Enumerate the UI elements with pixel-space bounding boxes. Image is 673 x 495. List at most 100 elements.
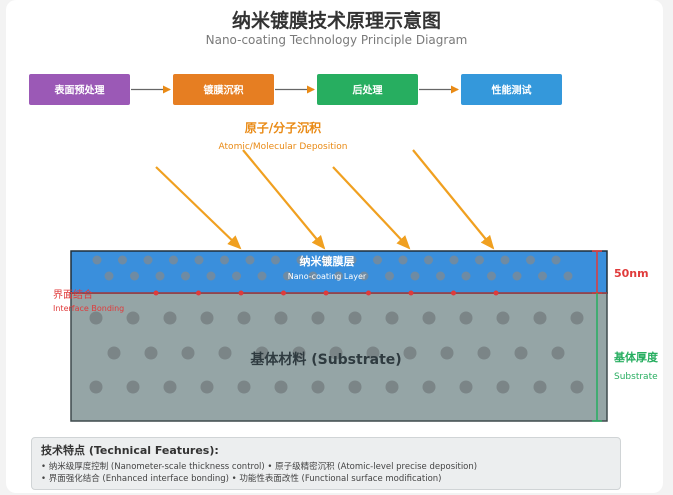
coating-particle [398, 255, 408, 265]
coating-particle [271, 255, 280, 265]
coating-particle [232, 271, 241, 281]
process-step-label: 后处理 [353, 84, 383, 97]
coating-sublabel: Nano-coating Layer [288, 272, 367, 281]
process-step-box [173, 74, 274, 105]
deposition-arrow [242, 149, 326, 250]
substrate-particle [274, 380, 288, 394]
substrate-particle [311, 380, 325, 394]
coating-particle [194, 255, 204, 265]
substrate-particle [89, 380, 103, 394]
substrate-particle [366, 346, 380, 360]
substrate-particle [422, 380, 436, 394]
coating-particle [347, 255, 357, 265]
substrate-particle [89, 311, 103, 325]
coating-particle [373, 255, 382, 265]
coating-particle [283, 271, 292, 281]
interface-bond-dot [366, 290, 371, 296]
coating-particle [296, 255, 306, 265]
process-step-label: 镀膜沉积 [204, 84, 244, 97]
coating-particle [92, 255, 102, 265]
substrate-particle [292, 346, 306, 360]
interface-sublabel: Interface Bonding [53, 304, 124, 313]
substrate-particle [422, 311, 436, 325]
substrate-particle [385, 311, 399, 325]
substrate-thickness-marker [592, 293, 602, 422]
deposition-arrow [412, 149, 495, 250]
interface-bond-dot [323, 290, 329, 296]
interface-bond-dot [451, 290, 456, 296]
substrate-particle [237, 380, 251, 394]
coating-particle [538, 271, 547, 281]
substrate-particle [163, 311, 177, 325]
substrate-particle [181, 346, 195, 360]
process-step-box [317, 74, 418, 105]
substrate-particle [385, 380, 399, 394]
technical-features-box: 技术特点 (Technical Features): • 纳米级厚度控制 (Na… [31, 437, 621, 490]
diagram-title: 纳米镀膜技术原理示意图 [231, 10, 441, 32]
diagram-subtitle: Nano-coating Technology Principle Diagra… [205, 33, 468, 47]
coating-particle [526, 255, 535, 265]
interface-bond-dots [153, 290, 499, 296]
substrate-particle [200, 311, 214, 325]
interface-bond-dot [196, 290, 201, 296]
coating-particle [359, 271, 369, 281]
coating-particle [220, 255, 229, 265]
substrate-particle [126, 311, 140, 325]
coating-particle [206, 271, 216, 281]
coating-particle [385, 271, 394, 281]
substrate-particle [144, 346, 158, 360]
deposition-arrow [155, 166, 242, 250]
coating-particle [512, 271, 522, 281]
coating-particle [475, 255, 484, 265]
coating-particle [500, 255, 510, 265]
substrate-particle [551, 346, 565, 360]
substrate-particle [237, 311, 251, 325]
coating-particle [424, 255, 433, 265]
coating-particles [92, 255, 573, 281]
coating-label: 纳米镀膜层 [300, 254, 355, 268]
substrate-particle [477, 346, 491, 360]
deposition-sublabel: Atomic/Molecular Deposition [219, 142, 348, 152]
substrate-particle [496, 380, 510, 394]
substrate-particle [403, 346, 417, 360]
features-line: • 纳米级厚度控制 (Nanometer-scale thickness con… [41, 462, 478, 472]
process-step-box [29, 74, 130, 105]
deposition-label: 原子/分子沉积 [245, 120, 321, 135]
coating-particle [169, 255, 178, 265]
coating-particle [410, 271, 420, 281]
substrate-particle [107, 346, 121, 360]
coating-particle [245, 255, 255, 265]
coating-particle [143, 255, 153, 265]
deposition-arrow [332, 166, 411, 250]
substrate-particle [459, 380, 473, 394]
substrate-thickness-sublabel: Substrate [614, 372, 658, 382]
substrate-particles [89, 311, 584, 394]
coating-particle [487, 271, 496, 281]
substrate-particle [348, 311, 362, 325]
deposition-arrows [155, 149, 495, 250]
interface-label: 界面结合 [53, 288, 93, 301]
coating-particle [551, 255, 561, 265]
coating-particle [257, 271, 267, 281]
substrate-particle [533, 311, 547, 325]
coating-thickness-label: 50nm [614, 267, 649, 280]
substrate-thickness-label: 基体厚度 [613, 350, 659, 364]
substrate-particle [440, 346, 454, 360]
substrate-particle [348, 380, 362, 394]
process-step-label: 表面预处理 [54, 84, 105, 97]
substrate-particle [533, 380, 547, 394]
features-line: • 界面强化结合 (Enhanced interface bonding) • … [41, 474, 442, 484]
substrate-particle [514, 346, 528, 360]
process-step-label: 性能测试 [491, 84, 532, 97]
substrate-particle [496, 311, 510, 325]
substrate-particle [126, 380, 140, 394]
process-flow: 表面预处理 镀膜沉积 后处理 性能测试 [29, 74, 562, 105]
substrate-particle [274, 311, 288, 325]
process-step-box [461, 74, 562, 105]
coating-particle [155, 271, 165, 281]
coating-particle [104, 271, 114, 281]
interface-bond-dot [281, 290, 286, 296]
coating-particle [181, 271, 190, 281]
substrate-particle [570, 380, 584, 394]
substrate-label: 基体材料 (Substrate) [250, 351, 401, 368]
